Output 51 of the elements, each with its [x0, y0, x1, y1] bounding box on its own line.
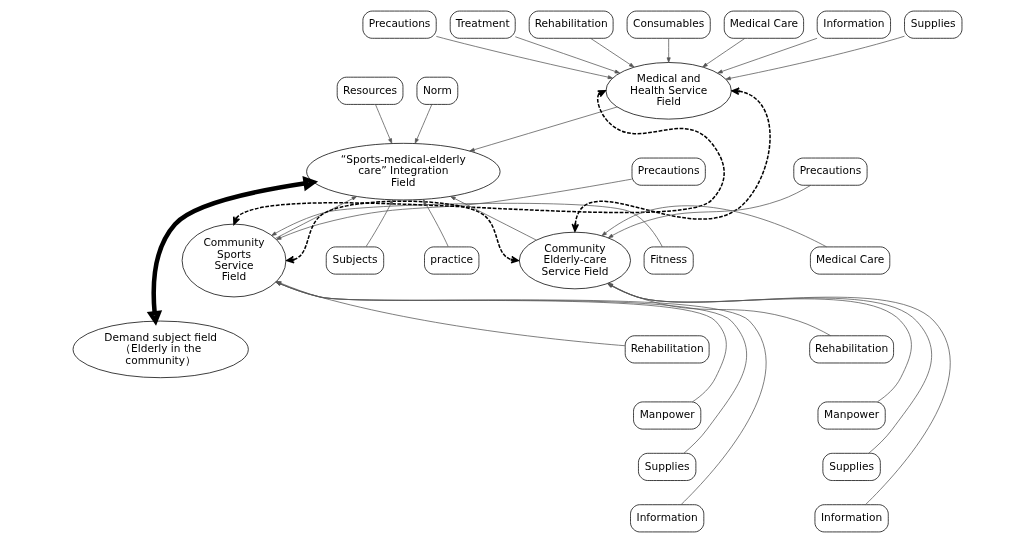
node-box: Supplies	[822, 452, 881, 481]
arrow	[286, 200, 519, 264]
node-box: Precautions	[631, 157, 706, 186]
node-box: Manpower	[633, 401, 702, 430]
node-box: Treatment	[449, 10, 516, 39]
node-box: Norm	[416, 76, 459, 105]
node-box: Rehabilitation	[624, 335, 710, 364]
arrow	[607, 283, 832, 337]
node-box: Precautions	[793, 157, 868, 186]
arrow	[146, 175, 319, 326]
arrow	[717, 37, 818, 74]
node-box: Medical Care	[810, 246, 891, 275]
arrow	[422, 199, 449, 248]
arrow	[607, 283, 912, 403]
arrow	[276, 178, 633, 240]
node-box: Rehabilitation	[528, 10, 614, 39]
node-box: Manpower	[817, 401, 886, 430]
arrow	[375, 104, 393, 144]
arrow	[607, 283, 951, 506]
node-box: Subjects	[325, 246, 385, 275]
arrow	[514, 36, 621, 74]
node-box: Rehabilitation	[809, 335, 894, 364]
arrow	[275, 196, 357, 239]
node-box: Consumables	[626, 10, 711, 39]
arrow	[469, 106, 618, 152]
node-box: Precautions	[362, 10, 437, 39]
node-box: Fitness	[643, 246, 694, 275]
node-box: Supplies	[904, 10, 963, 39]
arrow	[271, 202, 663, 248]
arrow	[435, 36, 614, 80]
node-box: Medical Care	[723, 10, 804, 39]
arrow	[702, 38, 746, 68]
arrow	[232, 90, 725, 225]
arrow	[607, 283, 932, 454]
arrow	[590, 38, 635, 68]
arrow	[725, 35, 905, 81]
arrow	[571, 87, 771, 232]
node-box: Information	[814, 504, 889, 533]
node-box: Resources	[336, 76, 404, 105]
node-ellipse: Community Sports Service Field	[181, 223, 287, 298]
node-box: Information	[630, 504, 705, 533]
arrow	[607, 184, 812, 239]
node-box: Information	[816, 10, 891, 39]
arrow	[450, 196, 537, 241]
arrow	[666, 38, 671, 63]
arrow	[601, 205, 827, 248]
arrow	[365, 199, 394, 248]
arrow	[414, 104, 433, 144]
node-ellipse: Demand subject field （Elderly in the community）	[72, 320, 249, 379]
node-box: Supplies	[638, 452, 697, 481]
node-box: practice	[424, 246, 480, 275]
